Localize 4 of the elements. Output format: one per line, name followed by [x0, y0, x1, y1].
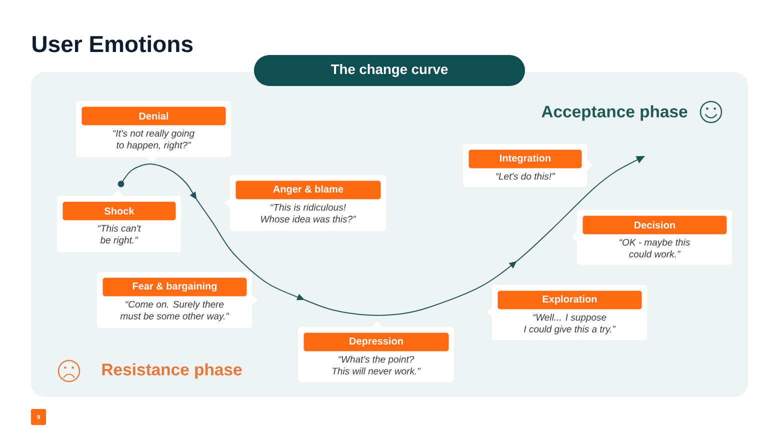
- phase-heading: Acceptance phase: [542, 105, 688, 121]
- phase-heading: Resistance phase: [102, 363, 242, 379]
- title: User Emotions: [32, 35, 193, 52]
- header-pill: The change curve: [254, 55, 525, 86]
